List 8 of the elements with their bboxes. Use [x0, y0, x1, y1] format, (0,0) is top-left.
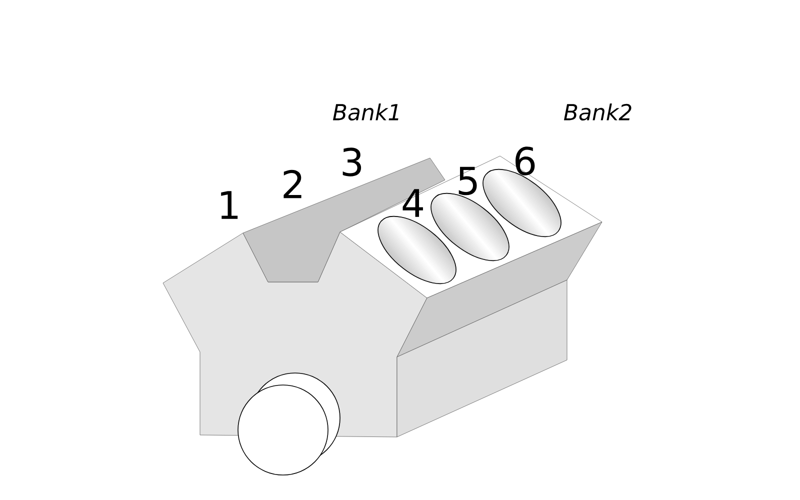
bank-label: Bank1 — [332, 103, 398, 120]
bank-label: Bank2 — [564, 103, 632, 120]
cylinder-number: 5 — [458, 166, 477, 196]
cylinder-number: 6 — [516, 146, 535, 176]
cylinder-number: 2 — [284, 170, 302, 198]
cylinder-number: 4 — [402, 189, 423, 217]
cylinder-number: 3 — [342, 148, 362, 176]
cylinder-number: 1 — [221, 191, 238, 219]
